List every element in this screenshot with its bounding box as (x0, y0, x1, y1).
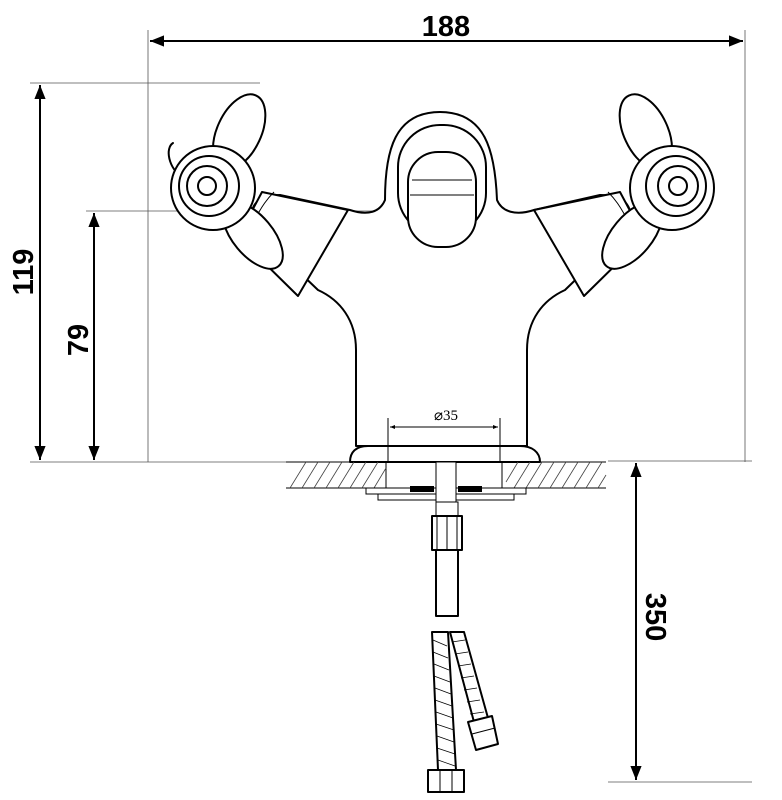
threaded-stud (431, 501, 463, 617)
width-value: 188 (422, 11, 470, 43)
spout-height-value: 79 (63, 324, 95, 356)
mounting-hole-value: ⌀35 (434, 408, 458, 424)
hose-length-value: 350 (639, 593, 671, 641)
flexible-hoses (427, 631, 499, 793)
hose-length-dimension: 350 (608, 460, 752, 783)
left-cross-handle (167, 93, 284, 270)
mounting-hole-dimension: ⌀35 (387, 408, 501, 462)
height-dimension: 119 (8, 82, 300, 463)
countertop-section (286, 461, 607, 489)
width-dimension: 188 (147, 11, 746, 462)
fixing-plate (365, 461, 527, 503)
base-flange (349, 445, 541, 463)
right-cross-handle (601, 93, 715, 270)
spout (397, 124, 487, 248)
height-value: 119 (8, 249, 40, 296)
